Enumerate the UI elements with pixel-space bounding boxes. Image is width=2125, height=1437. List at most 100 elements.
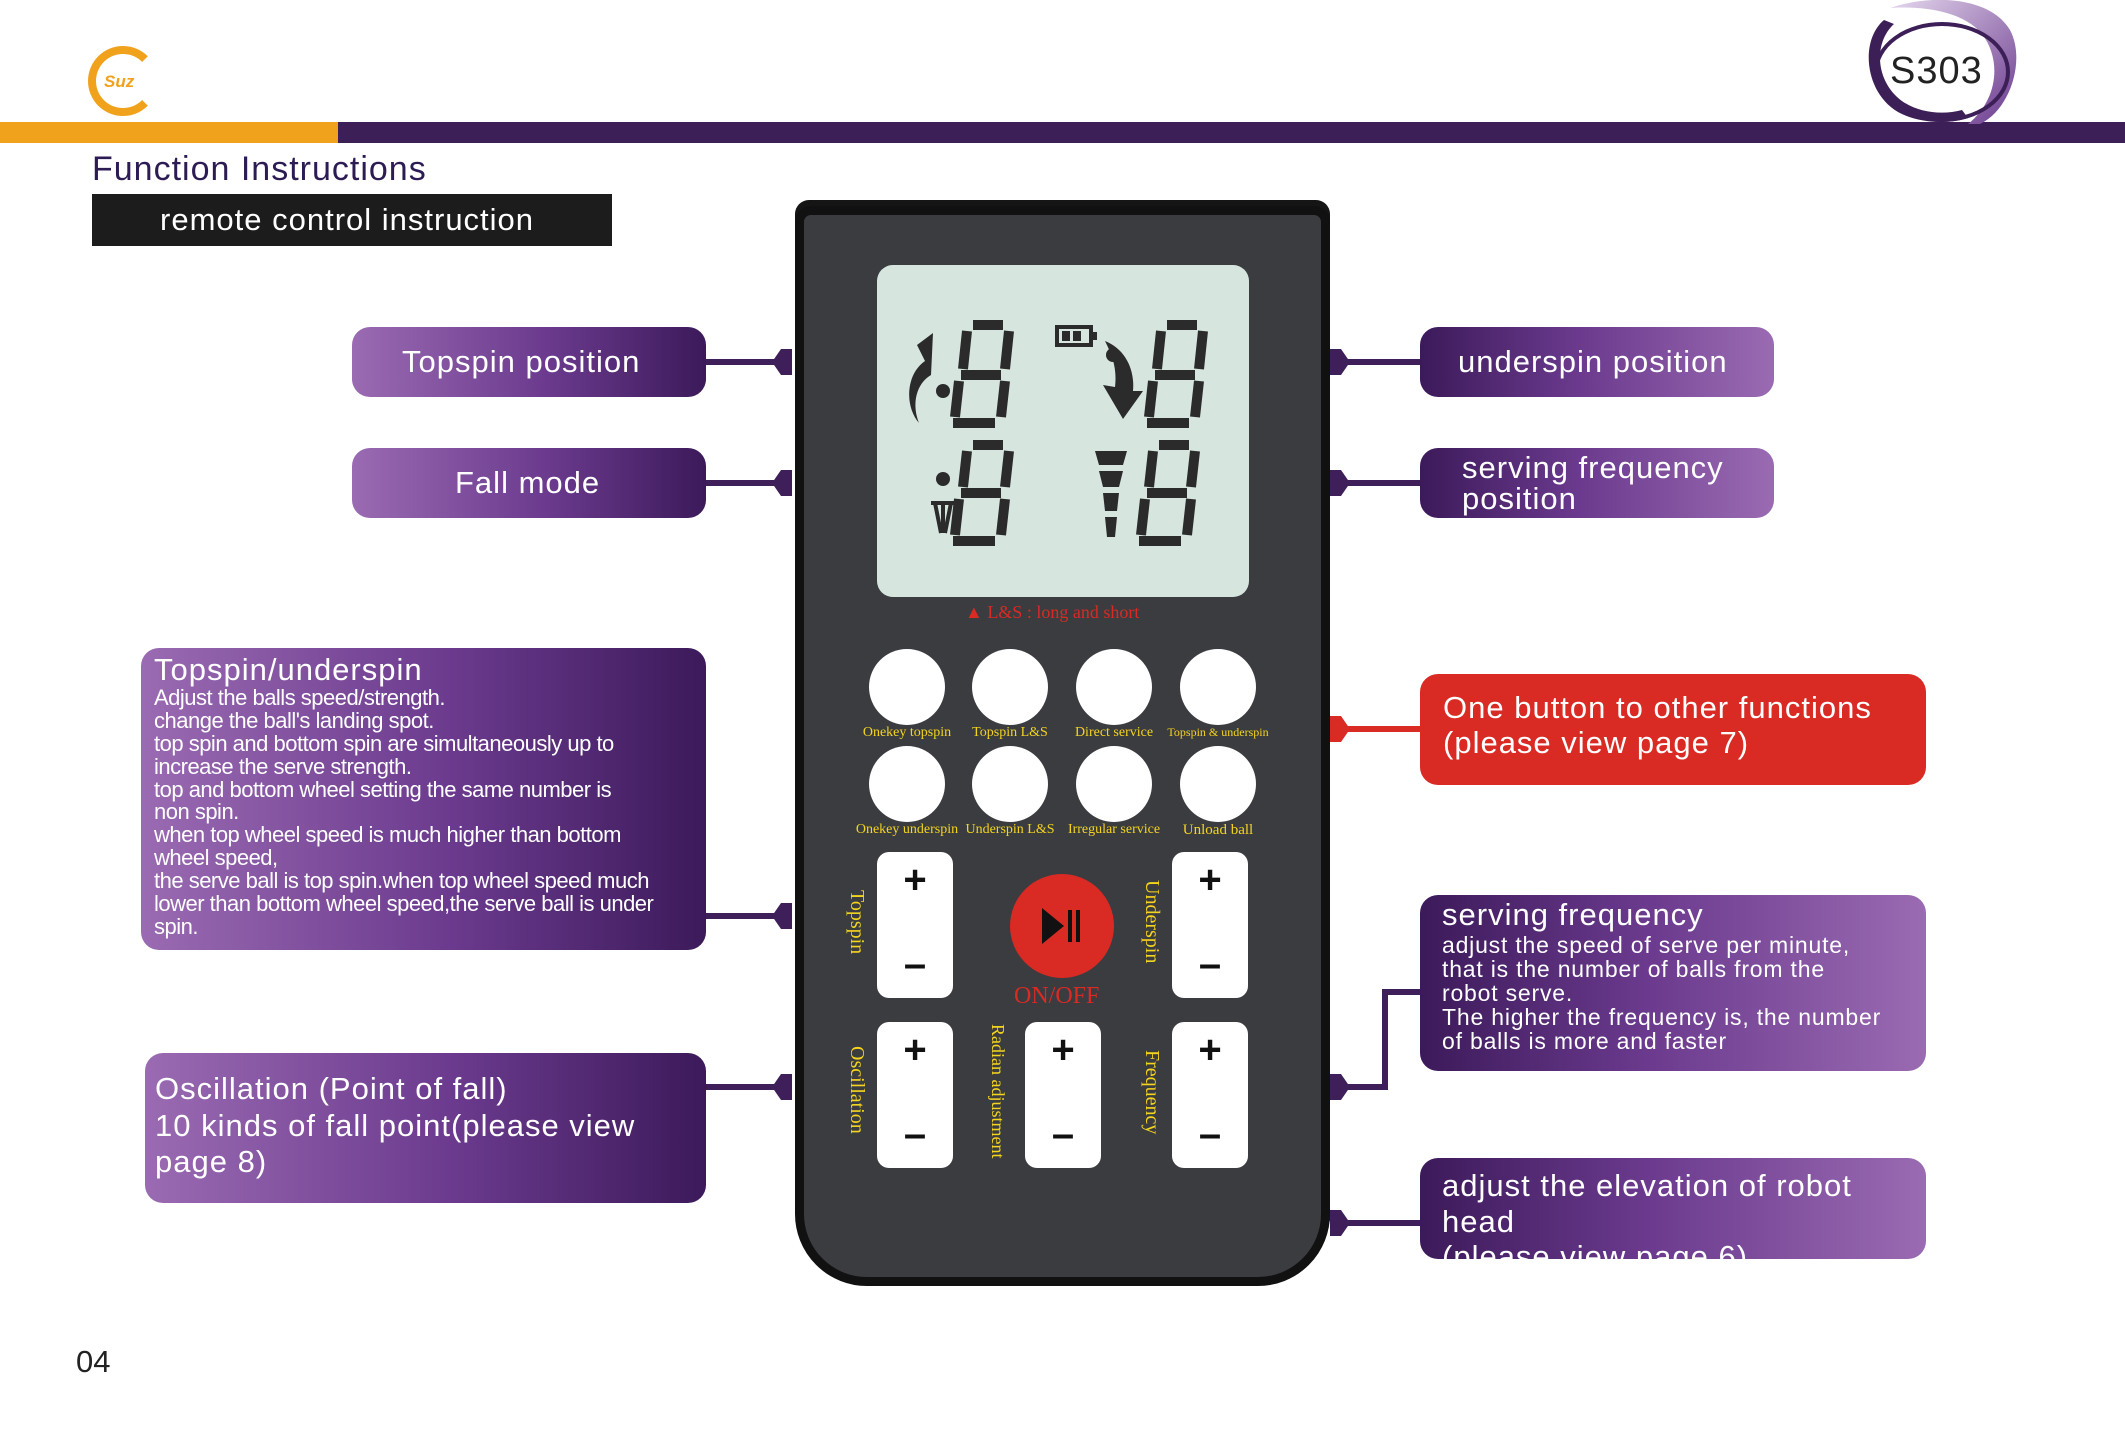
button-label: Unload ball: [1182, 822, 1254, 838]
underspin-label: Underspin: [1141, 880, 1163, 964]
button-label: Topspin L&S: [972, 725, 1048, 740]
connector-dot: [772, 1074, 792, 1100]
callout-one-button: One button to other functions (please vi…: [1420, 674, 1926, 785]
callout-line: (please view page 7): [1443, 724, 1750, 760]
callout-line: that is the number of balls from the: [1442, 955, 1825, 982]
frequency-label: Frequency: [1141, 1050, 1163, 1135]
callout-line: serving frequency: [1462, 450, 1724, 485]
radian-label: Radian adjustment: [988, 1024, 1008, 1159]
button-label: Onekey underspin: [855, 822, 959, 837]
power-label: ON/OFF: [1014, 983, 1100, 1009]
callout-line: adjust the speed of serve per minute,: [1442, 932, 1851, 958]
connector-line: [1382, 989, 1388, 1090]
callout-line: robot serve.: [1442, 979, 1574, 1006]
unload-ball-button[interactable]: [1180, 746, 1256, 822]
button-label: Topspin & underspin: [1167, 725, 1269, 739]
connector-dot: [772, 349, 792, 375]
connector-line: [1348, 359, 1420, 365]
plus-icon[interactable]: +: [903, 1028, 927, 1072]
callout-line: wheel speed,: [154, 845, 278, 871]
callout-line: page 8): [155, 1144, 268, 1180]
button-label: Direct service: [1074, 725, 1154, 740]
play-pause-icon: [1042, 908, 1080, 944]
connector-line: [1348, 1220, 1420, 1226]
callout-line: top spin and bottom spin are simultaneou…: [154, 730, 614, 756]
callout-topspin-underspin-title: Topspin/underspin: [154, 652, 423, 687]
callout-line: lower than bottom wheel speed,the serve …: [154, 890, 654, 916]
irregular-service-button[interactable]: [1076, 746, 1152, 822]
callout-line: 10 kinds of fall point(please view: [155, 1107, 636, 1143]
page-number: 04: [76, 1344, 111, 1379]
callout-line: (please view page 6): [1442, 1239, 1749, 1275]
callout-line: Adjust the balls speed/strength.: [154, 685, 445, 710]
callout-line: increase the serve strength.: [154, 753, 412, 779]
connector-dot: [1330, 1074, 1350, 1100]
plus-icon[interactable]: +: [1198, 1028, 1222, 1072]
oscillation-stepper[interactable]: + –: [877, 1022, 953, 1168]
callout-elevation: adjust the elevation of robot head (plea…: [1420, 1158, 1926, 1274]
callout-oscillation: Oscillation (Point of fall) 10 kinds of …: [145, 1053, 706, 1203]
minus-icon[interactable]: –: [903, 1112, 927, 1156]
callout-topspin-position: Topspin position: [352, 327, 706, 397]
radian-stepper[interactable]: + –: [1025, 1022, 1101, 1168]
minus-icon[interactable]: –: [1051, 1112, 1075, 1156]
plus-icon[interactable]: +: [903, 858, 927, 902]
connector-dot: [1330, 716, 1350, 742]
frequency-stepper[interactable]: + –: [1172, 1022, 1248, 1168]
topspin-stepper[interactable]: + –: [877, 852, 953, 998]
button-label: Onekey topspin: [862, 725, 952, 740]
plus-icon[interactable]: +: [1051, 1028, 1075, 1072]
section-banner: remote control instruction: [92, 194, 612, 246]
logo-ring-icon: [88, 46, 158, 116]
callout-serving-frequency-title: serving frequency: [1442, 897, 1704, 932]
connector-line: [706, 480, 778, 486]
connector-line: [1348, 480, 1420, 486]
callout-line: change the ball's landing spot.: [154, 707, 434, 733]
minus-icon[interactable]: –: [1198, 942, 1222, 986]
callout-fall-mode-text: Fall mode: [455, 465, 601, 500]
callout-topspin-position-text: Topspin position: [402, 344, 641, 379]
minus-icon[interactable]: –: [903, 942, 927, 986]
onekey-topspin-button[interactable]: [869, 649, 945, 725]
callout-line: top and bottom wheel setting the same nu…: [154, 776, 612, 802]
callout-line: the serve ball is top spin.when top whee…: [154, 868, 649, 893]
minus-icon[interactable]: –: [1198, 1112, 1222, 1156]
connector-line: [706, 1084, 778, 1090]
topspin-ls-button[interactable]: [972, 649, 1048, 725]
button-label: Irregular service: [1067, 822, 1161, 837]
callout-line: spin.: [154, 913, 198, 939]
model-badge-swoosh-icon: [1868, 0, 2017, 124]
callout-line: of balls is more and faster: [1442, 1027, 1727, 1054]
underspin-ls-button[interactable]: [972, 746, 1048, 822]
plus-icon[interactable]: +: [1198, 858, 1222, 902]
underspin-stepper[interactable]: + –: [1172, 852, 1248, 998]
callout-serving-frequency: serving frequency adjust the speed of se…: [1420, 895, 1926, 1071]
callout-fall-mode: Fall mode: [352, 448, 706, 518]
header-bar-orange: [0, 122, 338, 143]
onekey-underspin-button[interactable]: [869, 746, 945, 822]
button-label: Underspin L&S: [965, 822, 1055, 837]
lcd-digits-icon: [909, 320, 1208, 546]
callout-line: Oscillation (Point of fall): [155, 1071, 508, 1106]
callout-line: when top wheel speed is much higher than…: [154, 822, 621, 848]
callout-line: adjust the elevation of robot head: [1442, 1168, 1852, 1239]
header-bar-purple: [338, 122, 2125, 143]
direct-service-button[interactable]: [1076, 649, 1152, 725]
topspin-label: Topspin: [846, 890, 868, 955]
topspin-underspin-button[interactable]: [1180, 649, 1256, 725]
model-number: S303: [1890, 50, 1983, 92]
connector-line: [1348, 726, 1420, 732]
connector-dot: [1330, 349, 1350, 375]
callout-line: The higher the frequency is, the number: [1442, 1003, 1882, 1030]
connector-line: [706, 359, 778, 365]
ls-note: ▲ L&S : long and short: [965, 602, 1140, 622]
connector-line: [706, 913, 778, 919]
connector-dot: [772, 903, 792, 929]
logo-text: Suz: [104, 72, 135, 91]
page-title: Function Instructions: [92, 150, 427, 188]
callout-line: non spin.: [154, 799, 239, 825]
callout-topspin-underspin: Topspin/underspin Adjust the balls speed…: [141, 648, 706, 950]
callout-line: One button to other functions: [1443, 690, 1872, 725]
callout-line: position: [1462, 481, 1577, 516]
brand-logo: Suz: [88, 46, 158, 116]
